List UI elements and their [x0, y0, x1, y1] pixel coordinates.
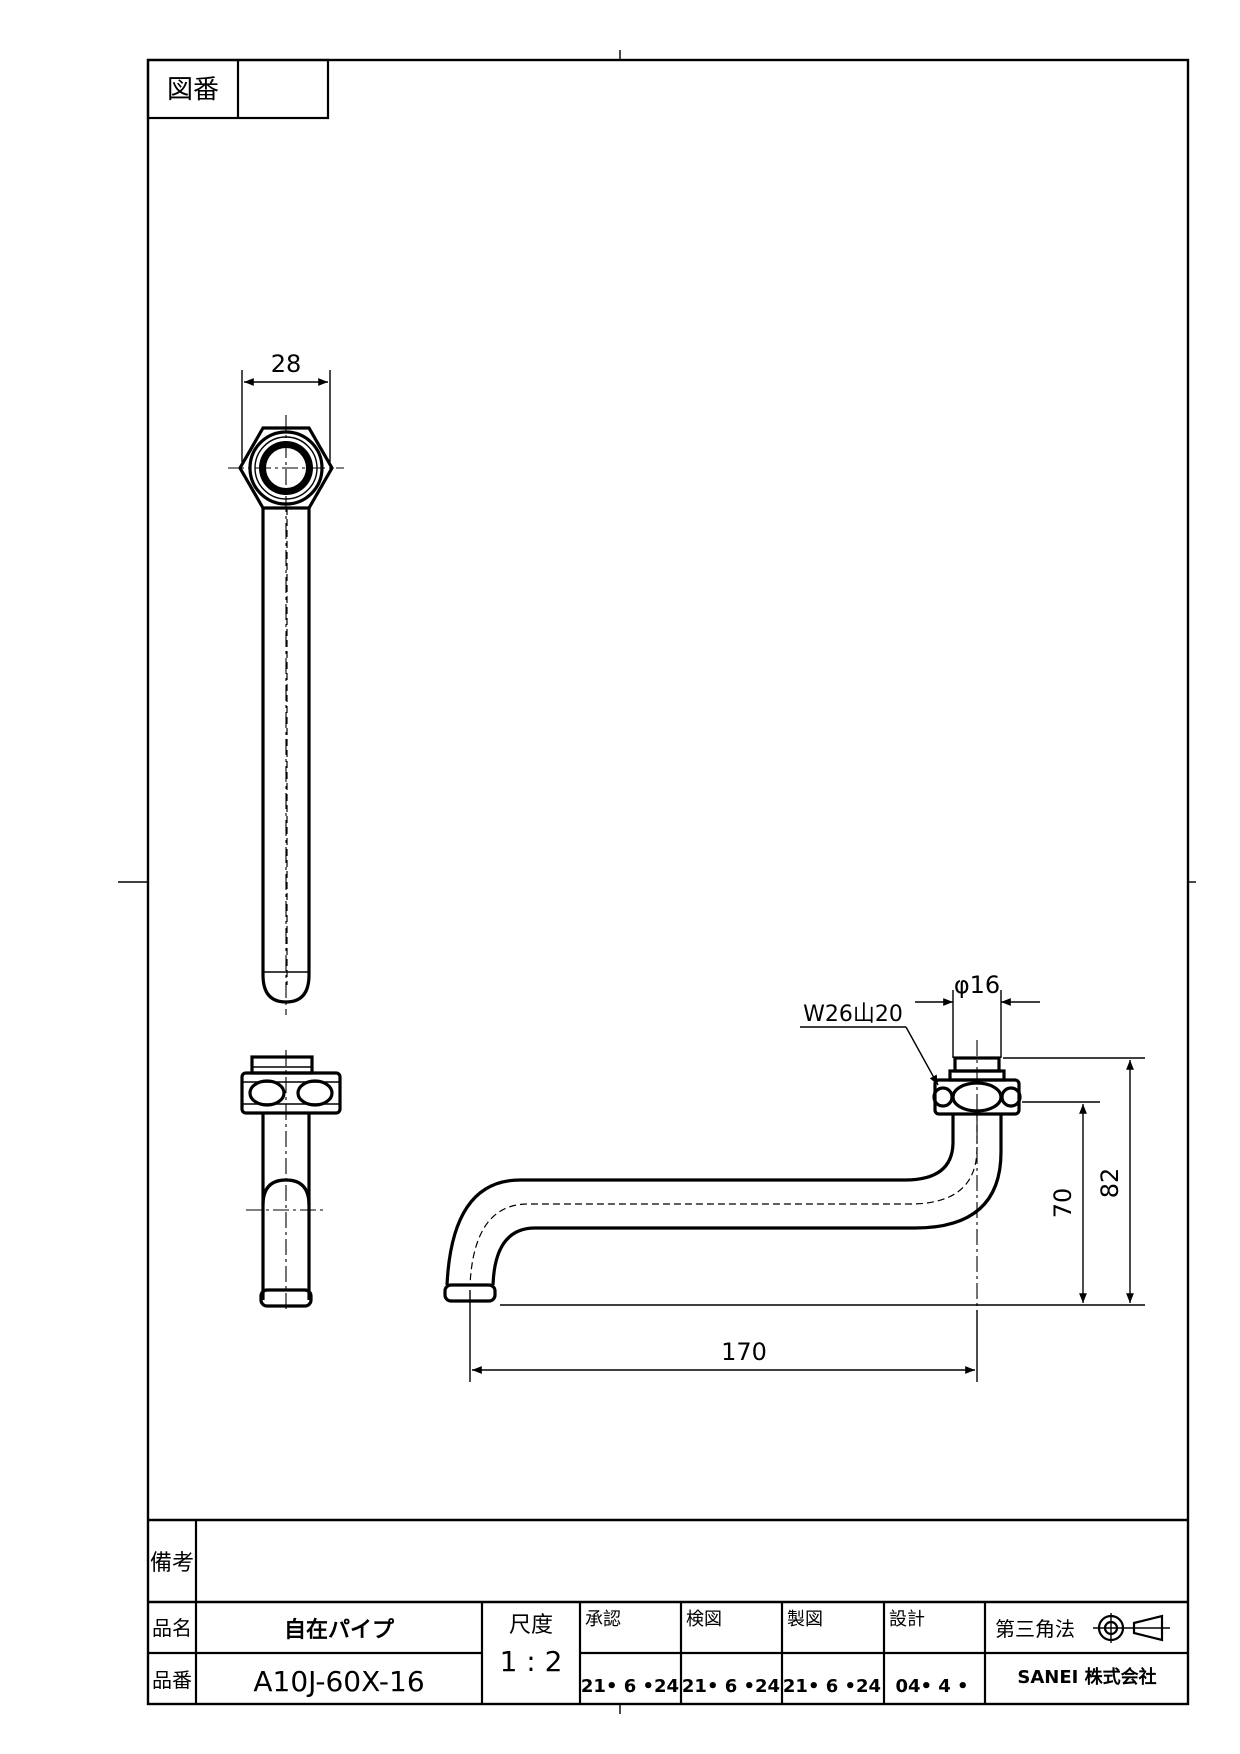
- top-view: 28: [228, 350, 344, 1015]
- drawn-date: 21• 6 •24: [783, 1676, 881, 1697]
- drawn-label: 製図: [787, 1609, 823, 1630]
- approved-label: 承認: [585, 1609, 621, 1630]
- product-number: A10J-60X-16: [253, 1665, 424, 1698]
- drawing-number-box: 図番: [146, 58, 330, 120]
- remarks-label: 備考: [150, 1551, 194, 1576]
- scale-label: 尺度: [509, 1613, 553, 1638]
- projection-label: 第三角法: [995, 1617, 1075, 1641]
- design-date: 04• 4 •: [895, 1676, 968, 1697]
- dim-hex-width: 28: [271, 350, 302, 378]
- approved-date: 21• 6 •24: [581, 1676, 679, 1697]
- product-name: 自在パイプ: [284, 1617, 395, 1643]
- side-view: [240, 1050, 342, 1312]
- company-name: SANEI 株式会社: [1017, 1666, 1156, 1688]
- front-view: φ16 W26山20 82 70 170: [443, 971, 1145, 1382]
- third-angle-projection-icon: [1093, 1613, 1170, 1643]
- centering-marks: [118, 50, 1196, 1714]
- dim-pipe-diameter: φ16: [954, 971, 1000, 999]
- product-name-label: 品名: [152, 1616, 192, 1640]
- dim-height-70: 70: [1049, 1188, 1077, 1219]
- product-number-label: 品番: [152, 1668, 192, 1692]
- checked-label: 検図: [686, 1609, 722, 1630]
- checked-date: 21• 6 •24: [682, 1676, 780, 1697]
- drawing-number-label: 図番: [167, 75, 219, 105]
- dim-length: 170: [721, 1338, 767, 1366]
- sheet-border: [146, 58, 1190, 1706]
- dim-height-82: 82: [1096, 1168, 1124, 1199]
- title-block: 備考 品名 自在パイプ 品番 A10J-60X-16 尺度 1 : 2 承認 2…: [148, 1518, 1188, 1704]
- design-label: 設計: [889, 1609, 925, 1630]
- dim-thread: W26山20: [803, 1002, 903, 1027]
- scale-value: 1 : 2: [500, 1645, 563, 1678]
